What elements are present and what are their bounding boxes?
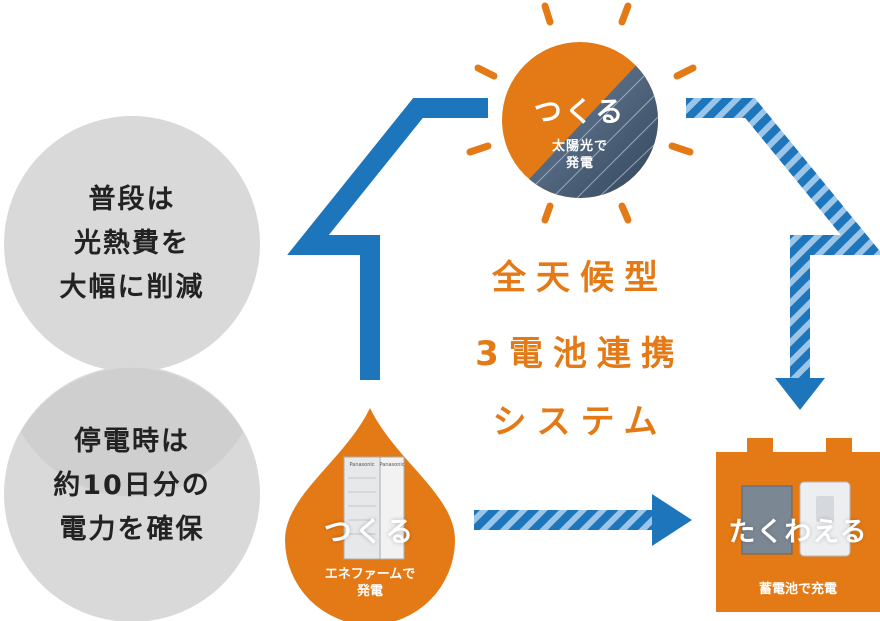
fuelcell-unit-image: Panasonic Panasonic (343, 456, 405, 560)
solar-to-battery-arrow (686, 98, 880, 392)
sun-node-title: つくる (533, 95, 627, 128)
savings-circle (4, 116, 260, 372)
solar-panel-image (502, 42, 658, 198)
backup-line: 約10日分の (53, 470, 211, 501)
house-outline-arrow (287, 98, 488, 380)
battery-node-title: たくわえる (728, 517, 868, 548)
system-title-line: システム (492, 402, 668, 442)
fuelcell-node-caption: エネファームで 発電 (324, 567, 416, 599)
fuelcell-to-battery-arrow (474, 510, 654, 530)
system-title-line: 全天候型 (492, 258, 668, 298)
backup-line: 電力を確保 (59, 514, 205, 545)
sun-rays (466, 2, 697, 224)
savings-line: 大幅に削減 (59, 272, 205, 303)
battery-unit-image (741, 481, 851, 557)
battery-terminal-right (826, 438, 852, 456)
right-arrow-head (652, 494, 692, 546)
circle-overlap (21, 367, 243, 497)
system-title-line: 3電池連携 (475, 334, 685, 374)
savings-line: 光熱費を (74, 228, 190, 259)
backup-line: 停電時は (74, 426, 190, 457)
savings-text: 普段は 光熱費を 大幅に削減 (32, 178, 232, 310)
battery-terminal-left (747, 438, 773, 456)
battery-node-caption: 蓄電池で充電 (758, 582, 837, 597)
down-arrow-head (775, 378, 825, 410)
svg-text:Panasonic: Panasonic (349, 462, 374, 468)
sun-node-caption: 太陽光で 発電 (551, 139, 608, 171)
svg-text:Panasonic: Panasonic (379, 462, 404, 468)
backup-text: 停電時は 約10日分の 電力を確保 (32, 420, 232, 552)
fuelcell-node-title: つくる (323, 515, 417, 548)
savings-line: 普段は (88, 184, 176, 215)
